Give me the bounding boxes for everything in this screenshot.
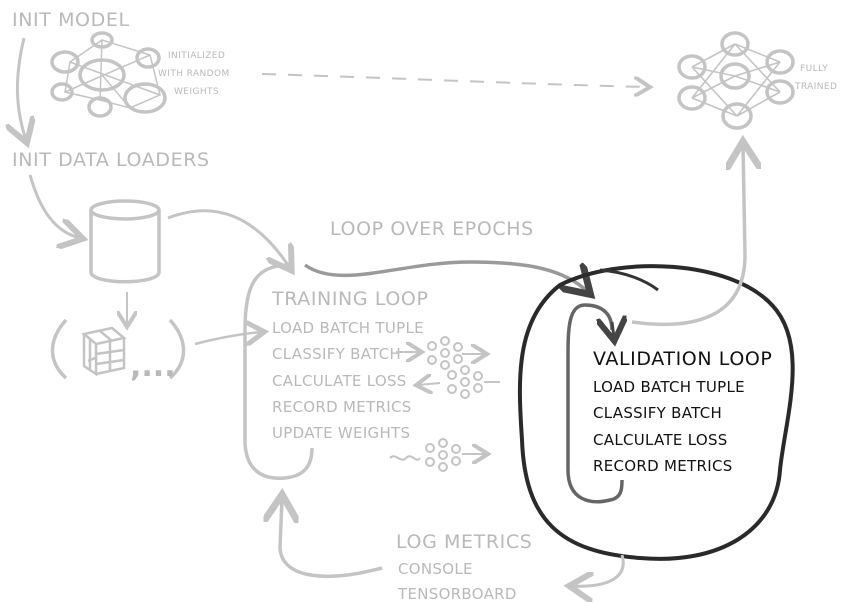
- arrow-to-log-metrics: [572, 554, 625, 586]
- image-cube-icon: [81, 326, 127, 377]
- small-network-icon: [389, 438, 486, 472]
- training-item-classify: CLASSIFY BATCH: [272, 345, 401, 363]
- training-item-update-weights: UPDATE WEIGHTS: [272, 424, 410, 442]
- arrow-model-to-loaders: [17, 37, 26, 140]
- log-metrics-tensorboard: TENSORBOARD: [397, 585, 517, 603]
- training-item-metrics: RECORD METRICS: [272, 398, 412, 416]
- fully-trained-note-line1: FULLY: [800, 64, 828, 74]
- epoch-loop-return: [599, 268, 659, 292]
- init-model-label: INIT MODEL: [12, 9, 130, 31]
- validation-item-classify: CLASSIFY BATCH: [593, 404, 722, 422]
- small-network-icon: [418, 365, 500, 399]
- epoch-arrow-to-validation: [303, 260, 588, 292]
- training-loop-bracket: [243, 263, 314, 480]
- validation-item-load-batch: LOAD BATCH TUPLE: [593, 378, 745, 396]
- validation-entry-arrow: [612, 322, 614, 338]
- log-metrics-title: LOG METRICS: [396, 531, 532, 553]
- arrow-loaders-to-db: [28, 174, 80, 238]
- dashed-arrow-to-trained: [261, 73, 648, 87]
- arrow-batch-to-training: [194, 332, 262, 344]
- random-network-icon: [50, 31, 167, 118]
- loop-over-epochs-label: LOOP OVER EPOCHS: [330, 218, 534, 240]
- trained-network-icon: [677, 31, 795, 130]
- initialized-note-line3: WEIGHTS: [174, 87, 219, 97]
- validation-item-loss: CALCULATE LOSS: [593, 431, 728, 449]
- batch-tuple-ellipsis: ,...: [130, 349, 176, 384]
- log-metrics-console: CONSOLE: [398, 560, 473, 578]
- small-network-icon: [396, 336, 485, 370]
- arrow-to-trained-model: [631, 145, 745, 327]
- training-item-loss: CALCULATE LOSS: [272, 372, 407, 390]
- validation-item-metrics: RECORD METRICS: [593, 457, 733, 475]
- validation-loop-title: VALIDATION LOOP: [593, 348, 772, 370]
- initialized-note-line2: WITH RANDOM: [158, 69, 230, 79]
- fully-trained-note-line2: TRAINED: [794, 82, 837, 92]
- training-loop-title: TRAINING LOOP: [271, 288, 429, 310]
- initialized-note-line1: INITIALIZED: [168, 51, 225, 61]
- batch-tuple-icon: [50, 318, 186, 380]
- arrow-log-to-training: [280, 498, 383, 578]
- training-item-load-batch: LOAD BATCH TUPLE: [272, 319, 424, 337]
- init-data-loaders-label: INIT DATA LOADERS: [12, 149, 210, 171]
- database-cylinder-icon: [89, 199, 161, 284]
- arrow-db-to-training: [167, 209, 290, 268]
- validation-loop-bracket: [566, 303, 624, 504]
